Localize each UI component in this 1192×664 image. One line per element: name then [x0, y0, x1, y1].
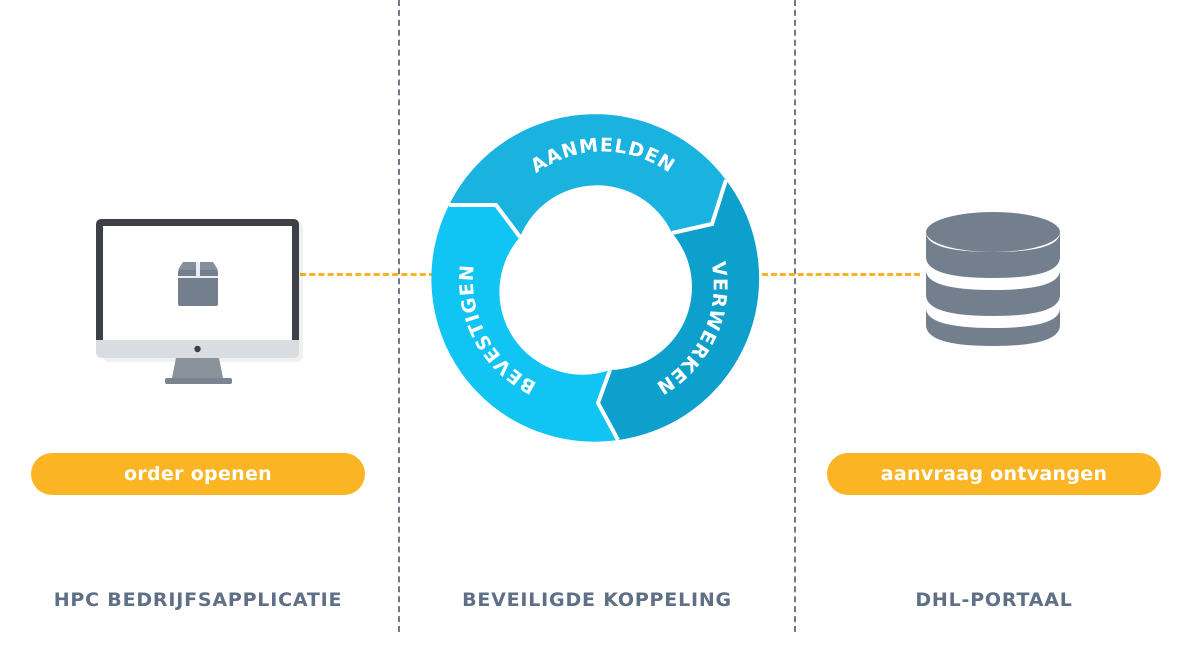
column-title-right: DHL-PORTAAL	[915, 589, 1073, 611]
cycle-segment-aanmelden	[449, 114, 726, 237]
column-divider-left	[398, 0, 400, 632]
connector-right	[762, 273, 920, 276]
connector-left	[300, 273, 435, 276]
aanvraag-ontvangen-pill: aanvraag ontvangen	[827, 453, 1161, 495]
order-openen-pill: order openen	[31, 453, 365, 495]
column-title-left: HPC BEDRIJFSAPPLICATIE	[53, 589, 343, 611]
cycle-segment-verwerken	[598, 180, 760, 440]
column-title-middle: BEVEILIGDE KOPPELING	[462, 589, 732, 611]
cycle-segment-bevestigen	[431, 205, 618, 442]
column-divider-right	[794, 0, 796, 632]
